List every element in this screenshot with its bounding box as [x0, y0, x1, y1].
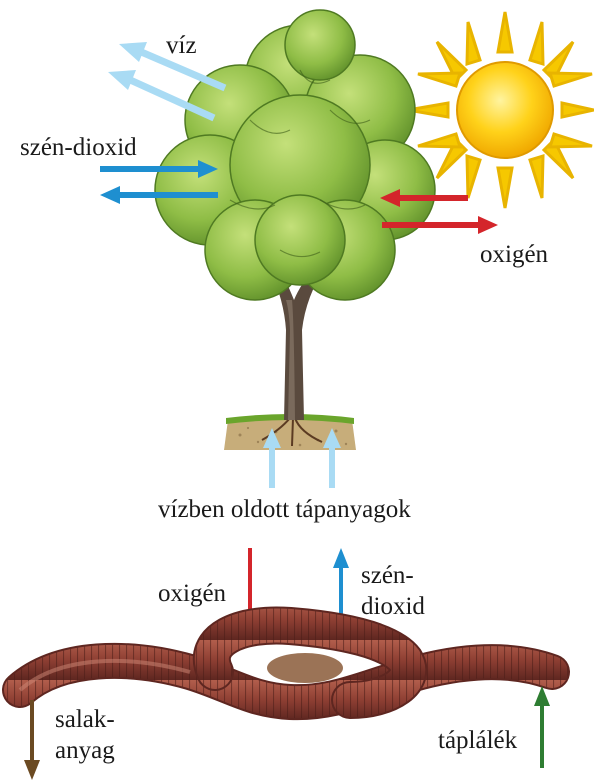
- waste-arrow: [24, 700, 40, 780]
- oxygen-label-bottom: oxigén: [158, 580, 227, 607]
- water-arrows: [108, 42, 227, 122]
- co2-label-bottom-line1: szén-: [361, 562, 414, 589]
- waste-label-line1: salak-: [55, 706, 115, 733]
- water-label: víz: [166, 32, 197, 59]
- nutrients-label: vízben oldott tápanyagok: [158, 496, 411, 523]
- waste-label-line2: anyag: [55, 737, 115, 764]
- food-arrow: [534, 686, 550, 768]
- co2-arrows: [100, 160, 218, 204]
- tree-icon: [154, 9, 436, 450]
- foliage: [154, 9, 436, 301]
- nutrient-arrows: [263, 428, 341, 488]
- co2-label-bottom-line2: dioxid: [361, 593, 425, 620]
- food-label: táplálék: [438, 727, 518, 754]
- earthworm-icon: [2, 606, 570, 721]
- sun-icon: [407, 11, 594, 209]
- oxygen-label-top: oxigén: [480, 241, 549, 268]
- oxygen-arrows-top: [380, 189, 498, 234]
- co2-label-top: szén-dioxid: [20, 134, 137, 161]
